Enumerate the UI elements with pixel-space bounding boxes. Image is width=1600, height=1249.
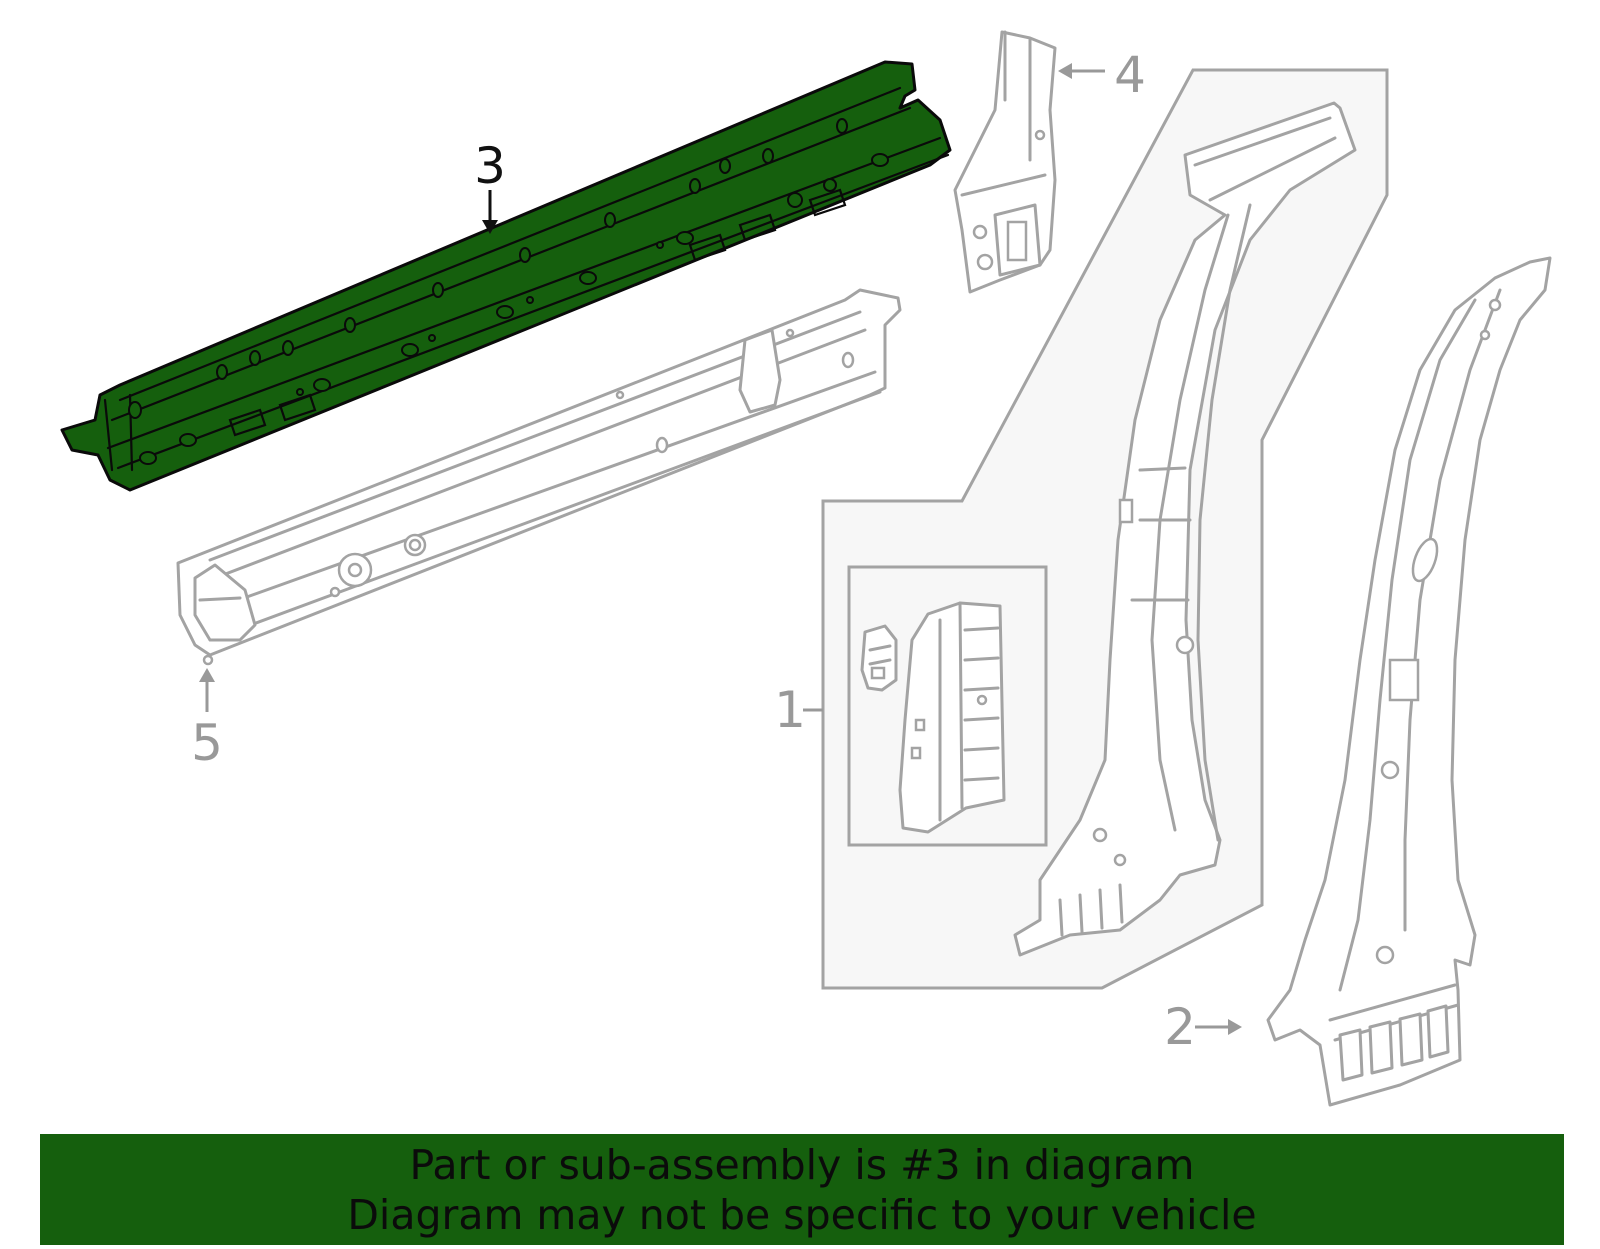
info-banner: Part or sub-assembly is #3 in diagram Di… — [40, 1134, 1564, 1245]
part-2-pillar[interactable] — [1266, 256, 1552, 1107]
leader-3 — [482, 190, 498, 234]
callout-3[interactable]: 3 — [474, 137, 506, 195]
parts-diagram: 3 4 5 1 2 — [60, 30, 1552, 1107]
leader-5 — [199, 668, 215, 712]
callout-1[interactable]: 1 — [774, 681, 806, 739]
banner-line-1: Part or sub-assembly is #3 in diagram — [409, 1140, 1195, 1189]
part-1-bracket-large[interactable] — [898, 601, 1006, 834]
part-3-rocker-reinforcement[interactable] — [60, 60, 952, 492]
part-4-bracket[interactable] — [953, 30, 1057, 294]
callout-4[interactable]: 4 — [1114, 46, 1146, 104]
leader-4 — [1058, 63, 1105, 79]
callout-5[interactable]: 5 — [191, 714, 223, 772]
part-1-bracket-small[interactable] — [860, 624, 898, 692]
part-5-rocker[interactable] — [176, 288, 902, 666]
callout-2[interactable]: 2 — [1164, 998, 1196, 1056]
part-1-pillar[interactable] — [1013, 101, 1357, 957]
banner-line-2: Diagram may not be specific to your vehi… — [347, 1190, 1257, 1239]
leader-2 — [1195, 1019, 1242, 1035]
